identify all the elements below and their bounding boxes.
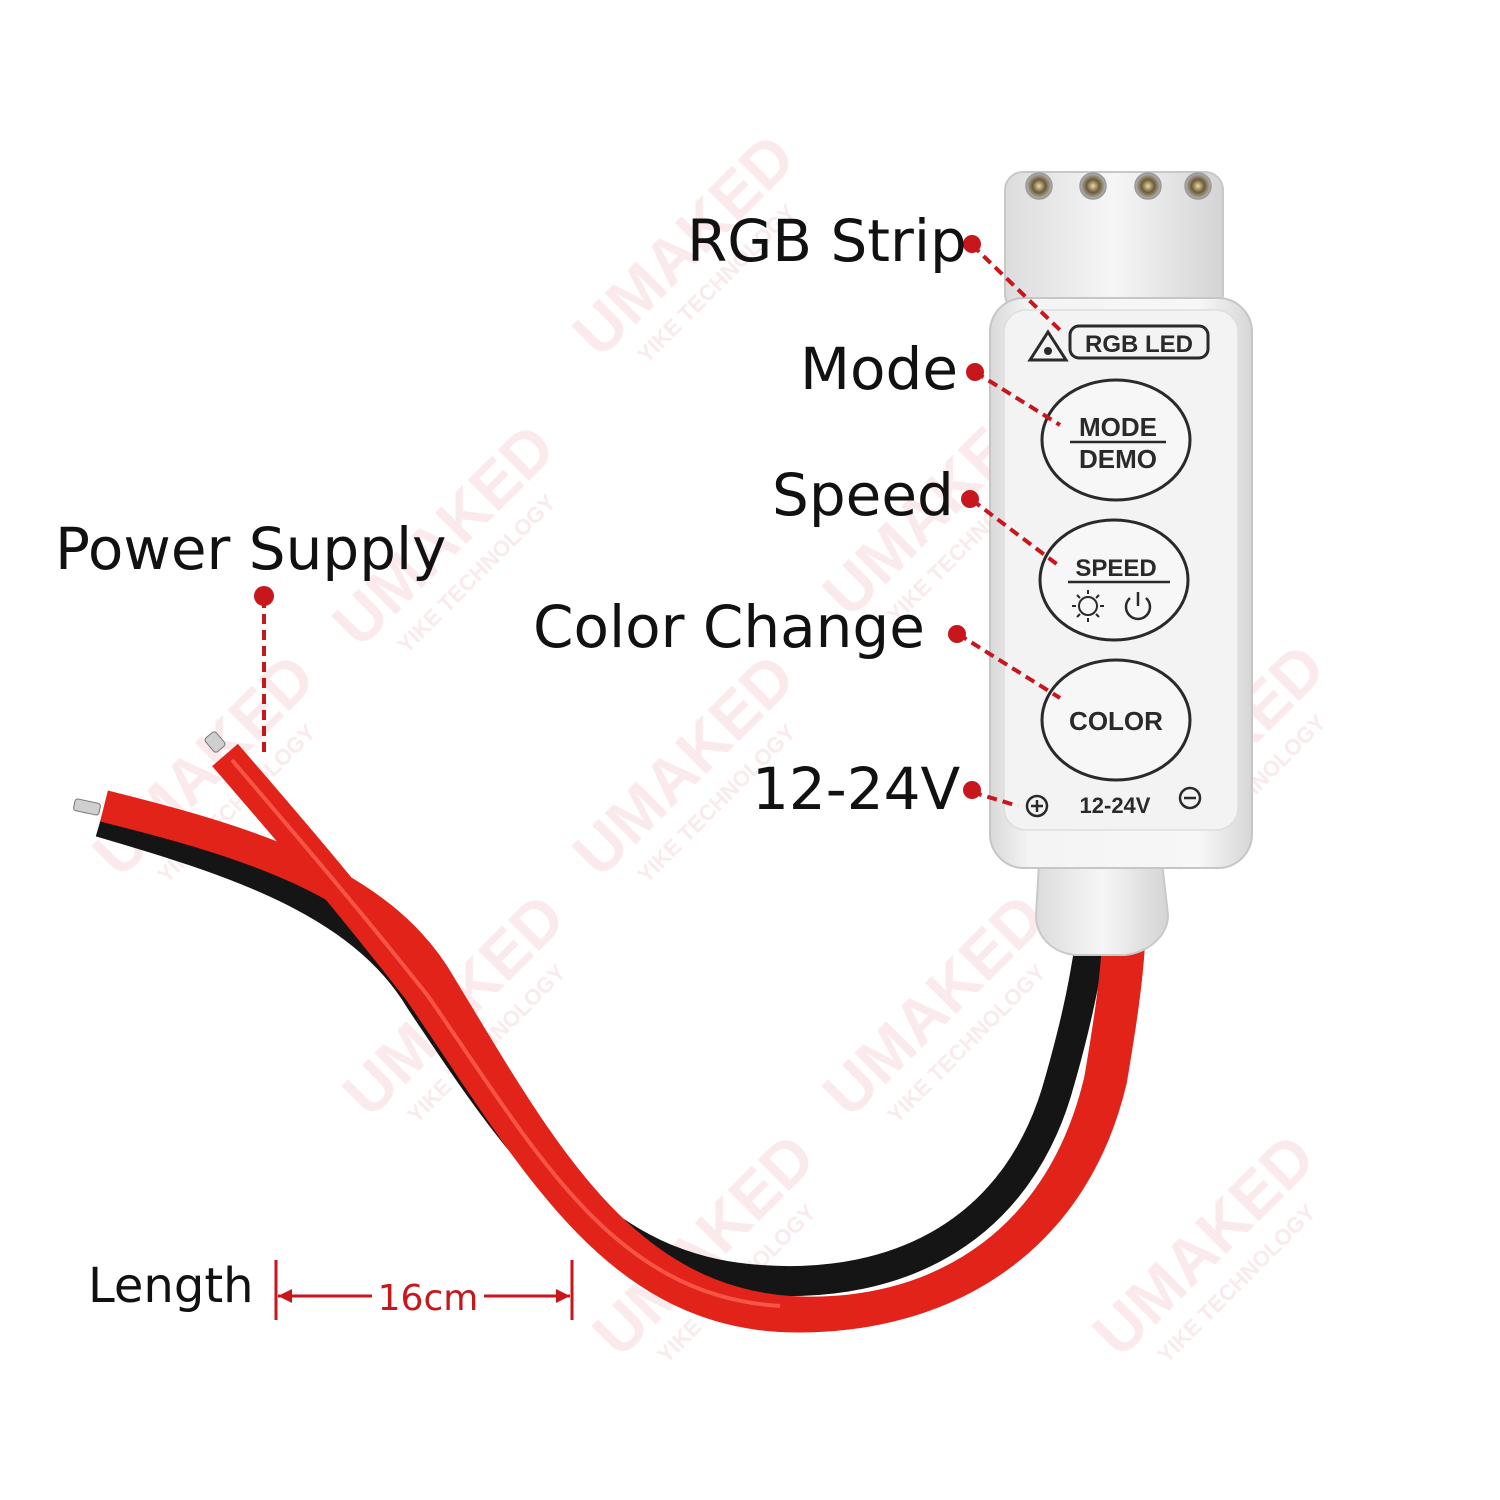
rgb-led-text: RGB LED: [1085, 331, 1193, 358]
mode-demo-button[interactable]: MODE DEMO: [1040, 378, 1192, 502]
callout-color-change: Color Change: [533, 593, 925, 661]
brightness-icon: [1072, 590, 1104, 622]
color-button-label: COLOR: [1069, 706, 1163, 736]
voltage-marking: 12-24V: [1025, 786, 1202, 818]
wire-tip-lower: [73, 798, 101, 816]
connector-pin: [1184, 172, 1212, 200]
callout-voltage: 12-24V: [752, 755, 961, 823]
connector-pin: [1079, 172, 1107, 200]
leader-color-change: [956, 632, 1062, 700]
callout-rgb-strip: RGB Strip: [687, 207, 967, 275]
wire-tip-upper: [204, 731, 226, 753]
callout-dot: [963, 781, 981, 799]
mode-button-ring[interactable]: [1040, 378, 1192, 502]
minus-icon: [1178, 786, 1202, 810]
connector-pin: [1025, 172, 1053, 200]
plus-icon: [1025, 794, 1049, 818]
rgb-led-label: RGB LED: [1027, 324, 1210, 362]
callout-dot: [963, 235, 981, 253]
wire-highlight: [230, 758, 781, 1308]
mode-button-bottom-label: DEMO: [1079, 444, 1157, 474]
callout-dot: [966, 363, 984, 381]
leader-rgb-strip: [970, 243, 1062, 332]
connector-pin: [1134, 172, 1162, 200]
warning-dot-icon: [1044, 347, 1052, 355]
callout-power-supply: Power Supply: [55, 515, 447, 583]
color-button-ring[interactable]: [1040, 658, 1192, 782]
callout-mode: Mode: [800, 335, 959, 403]
rgb-controller: RGB LED MODE DEMO SPEED: [989, 171, 1253, 956]
callout-leaders: [262, 243, 1062, 808]
callout-dot: [254, 586, 274, 606]
power-icon: [1124, 592, 1152, 621]
leader-mode: [973, 370, 1062, 427]
callout-length: Length: [88, 1258, 254, 1314]
speed-button-label: SPEED: [1075, 555, 1156, 582]
callout-dots: [254, 235, 984, 799]
arrow-right-icon: [556, 1289, 570, 1303]
warning-triangle-icon: [1027, 329, 1069, 362]
color-button[interactable]: COLOR: [1040, 658, 1192, 782]
length-measurement: 16cm: [274, 1260, 574, 1320]
speed-button-ring[interactable]: [1038, 518, 1190, 642]
speed-button[interactable]: SPEED: [1038, 518, 1190, 642]
measure-value: 16cm: [378, 1278, 479, 1319]
strain-relief: [1034, 844, 1170, 956]
leader-speed: [970, 498, 1060, 567]
arrow-left-icon: [278, 1289, 292, 1303]
callout-dot: [961, 490, 979, 508]
power-cable: [73, 731, 1145, 1333]
mode-button-top-label: MODE: [1079, 412, 1157, 442]
rgb-led-frame: [1068, 324, 1210, 360]
device-voltage-text: 12-24V: [1080, 793, 1151, 818]
callout-speed: Speed: [772, 461, 954, 529]
callout-dot: [948, 625, 966, 643]
